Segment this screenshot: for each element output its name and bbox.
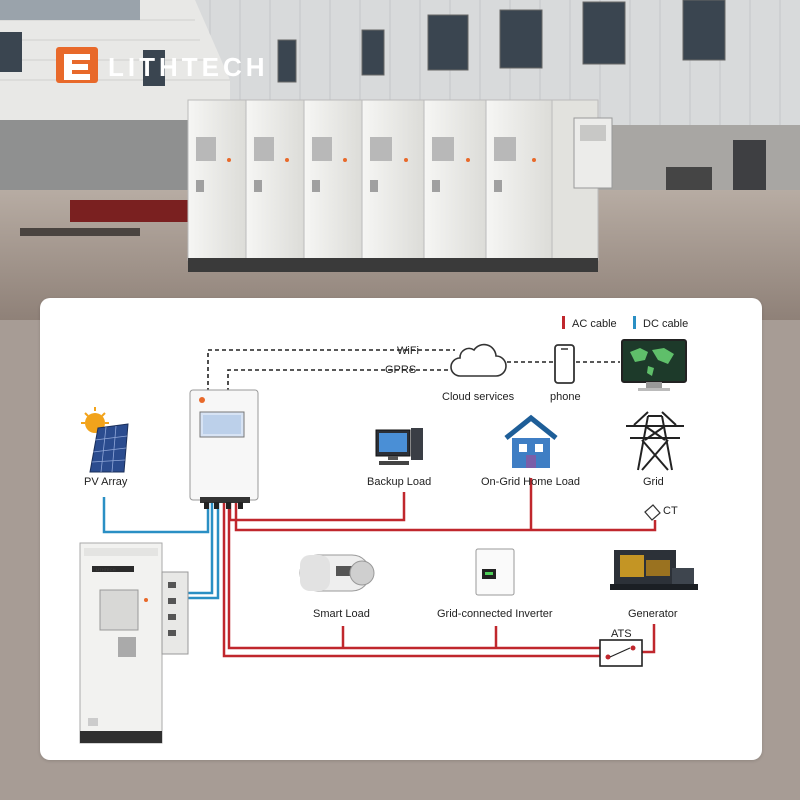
- house-icon: [504, 414, 558, 468]
- hybrid-inverter: [189, 389, 259, 509]
- battery-cabinet: [187, 99, 247, 261]
- smart-load-label: Smart Load: [313, 608, 370, 620]
- ct-label: CT: [663, 505, 678, 517]
- backup-load-label: Backup Load: [367, 476, 431, 488]
- wifi-label: WiFi: [397, 345, 419, 357]
- water-heater-icon: [299, 554, 375, 592]
- pv-label: PV Array: [84, 476, 128, 488]
- ats-switch: [599, 639, 643, 667]
- solar-panel-icon: [89, 423, 129, 473]
- brand-logo: LITHTECH: [56, 47, 269, 83]
- battery-cabinet: [303, 99, 363, 261]
- ac-legend-label: AC cable: [572, 318, 617, 330]
- inverter-logo-icon: [199, 397, 205, 403]
- generator-label: Generator: [628, 608, 678, 620]
- battery-cabinet-large: LITHTECH: [79, 542, 189, 744]
- cabinet-logo: LITHTECH: [96, 567, 116, 572]
- ct-sensor: [644, 504, 661, 521]
- cable-legend: AC cable DC cable: [562, 316, 688, 330]
- computer-icon: [375, 428, 423, 465]
- monitor-icon: [621, 339, 687, 391]
- ongrid-load-label: On-Grid Home Load: [481, 476, 580, 488]
- ats-label: ATS: [611, 628, 632, 640]
- cloud-icon: [450, 343, 507, 377]
- battery-cabinet: [423, 99, 487, 261]
- phone-icon: [554, 344, 575, 384]
- dc-legend-label: DC cable: [643, 318, 688, 330]
- grid-inverter-icon: [475, 548, 515, 596]
- pylon-icon: [626, 411, 684, 471]
- ac-cables: [222, 478, 657, 658]
- pv-array: [81, 407, 129, 473]
- cloud-label: Cloud services: [442, 391, 515, 403]
- grid-label: Grid: [643, 476, 664, 488]
- brand-name: LITHTECH: [108, 52, 269, 82]
- battery-cabinet: [361, 99, 425, 261]
- communication-links: [207, 349, 620, 392]
- gprs-label: GPRS: [385, 364, 416, 376]
- generator-icon: [610, 550, 698, 590]
- dc-legend-swatch: [633, 316, 636, 329]
- battery-cabinet-row: [187, 99, 613, 272]
- battery-cabinet: [245, 99, 305, 261]
- ac-legend-swatch: [562, 316, 565, 329]
- phone-label: phone: [550, 391, 581, 403]
- grid-inverter-label: Grid-connected Inverter: [437, 608, 553, 620]
